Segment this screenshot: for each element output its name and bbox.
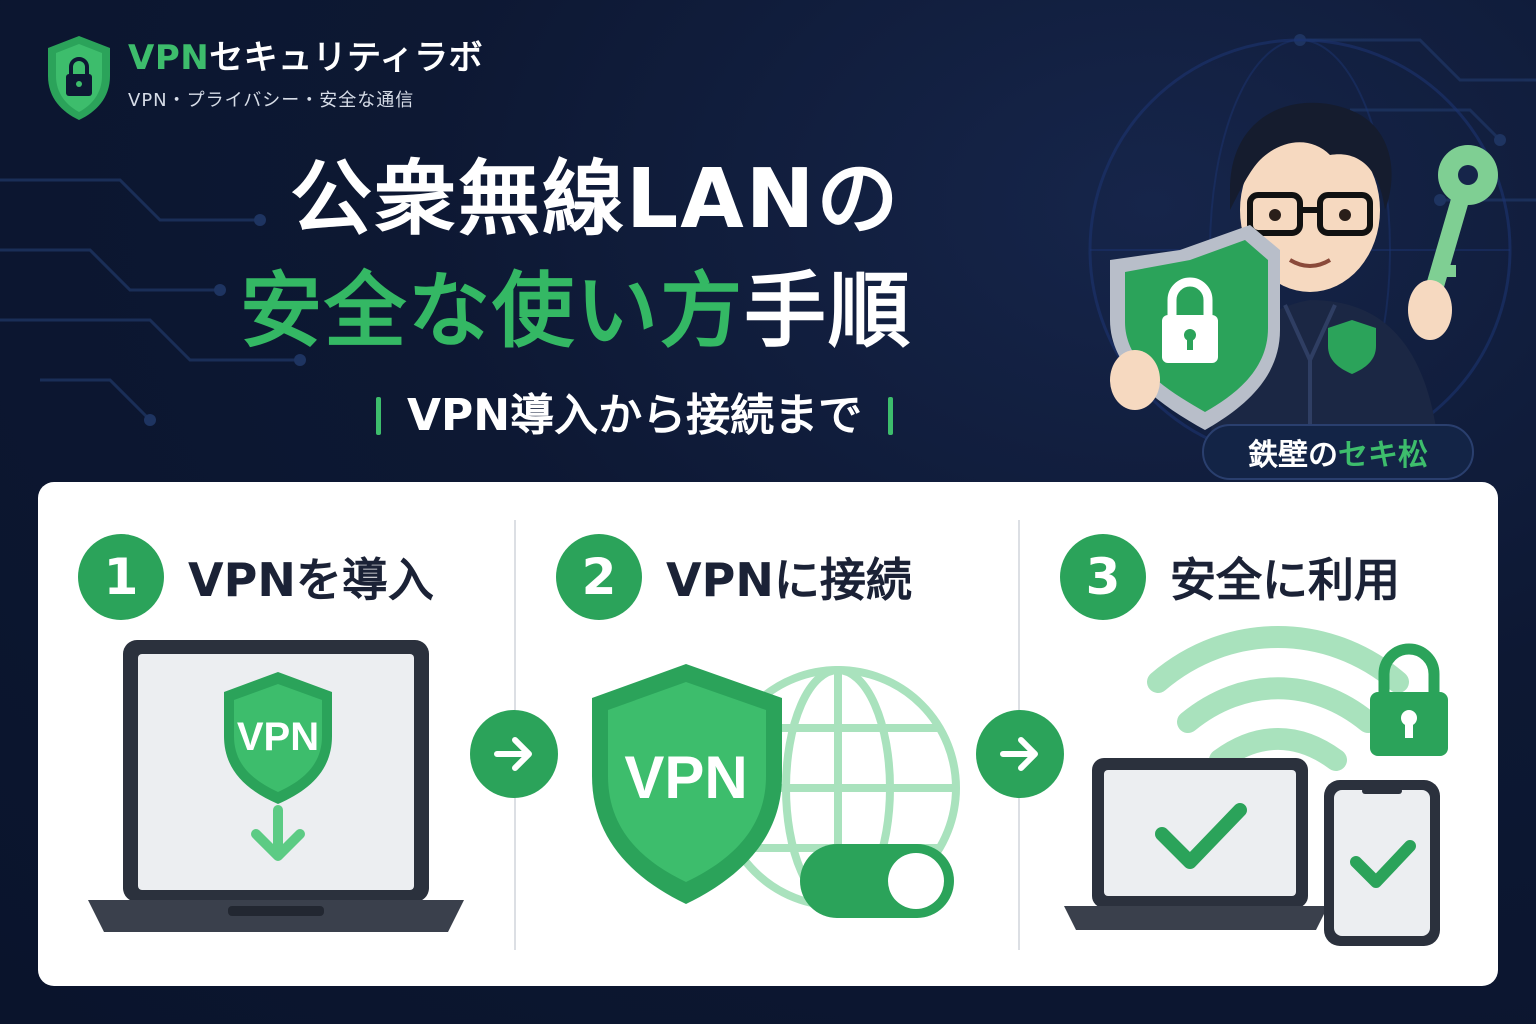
subtitle-bar-right (888, 397, 894, 435)
mascot-name-green: セキ松 (1338, 438, 1428, 473)
hero-title-line1: 公衆無線LANの (290, 152, 901, 247)
hero-title-white: 手順 (744, 264, 913, 359)
brand-name: VPNセキュリティラボ (128, 34, 483, 82)
vpn-shield-icon: VPN (592, 664, 782, 904)
step-2-header: 2 VPNに接続 (556, 534, 912, 620)
step-2-shield-label: VPN (624, 744, 747, 811)
lock-icon (1370, 643, 1448, 756)
vpn-shield-icon: VPN (224, 672, 332, 804)
hoodie-shield-icon (1328, 320, 1376, 374)
download-arrow-icon (251, 805, 305, 861)
steps-panel: 1 VPNを導入 VPN 2 VPNに接続 (38, 482, 1498, 986)
hero-subtitle: VPN導入から接続まで (350, 388, 919, 444)
next-arrow-icon (976, 710, 1064, 798)
vpn-connect-illustration: VPN (592, 664, 960, 918)
hero-title-green: 安全な使い方 (240, 264, 745, 359)
step-1-header: 1 VPNを導入 (78, 534, 434, 620)
mascot-character (1110, 102, 1498, 460)
smartphone-icon (1324, 780, 1440, 946)
hair (1230, 102, 1392, 210)
brand-name-accent: VPN (128, 38, 210, 78)
wifi-icon (1147, 626, 1409, 771)
step-2-number: 2 (556, 534, 642, 620)
subtitle-bar-left (376, 397, 381, 435)
key-icon (1419, 145, 1498, 319)
step-3-header: 3 安全に利用 (1060, 534, 1400, 620)
toggle-switch (800, 844, 954, 918)
laptop-icon (1064, 758, 1328, 930)
laptop-download-illustration: VPN (88, 640, 464, 932)
hero-title-line2: 安全な使い方手順 (240, 262, 912, 362)
step-1-number: 1 (78, 534, 164, 620)
check-icon (1155, 803, 1247, 869)
brand-name-rest: セキュリティラボ (209, 38, 484, 78)
next-arrow-icon (470, 710, 558, 798)
step-2-title: VPNに接続 (666, 553, 912, 607)
step-1-shield-label: VPN (237, 715, 319, 759)
hand (1408, 280, 1452, 340)
step-1-title: VPNを導入 (188, 553, 434, 607)
brand-tagline: VPN・プライバシー・安全な通信 (128, 90, 415, 111)
safe-usage-illustration (1064, 626, 1448, 946)
glasses-icon (1247, 192, 1373, 236)
check-icon (1350, 840, 1416, 888)
brand: VPNセキュリティラボ VPN・プライバシー・安全な通信 (44, 34, 483, 122)
shield-lock-icon (1110, 225, 1280, 430)
shield-lock-icon (48, 36, 110, 120)
step-3-number: 3 (1060, 534, 1146, 620)
mascot-name-white: 鉄壁の (1248, 438, 1338, 473)
hero-subtitle-text: VPN導入から接続まで (407, 390, 863, 441)
mascot-name-badge: 鉄壁のセキ松 (1202, 424, 1474, 480)
step-3-title: 安全に利用 (1170, 553, 1400, 607)
